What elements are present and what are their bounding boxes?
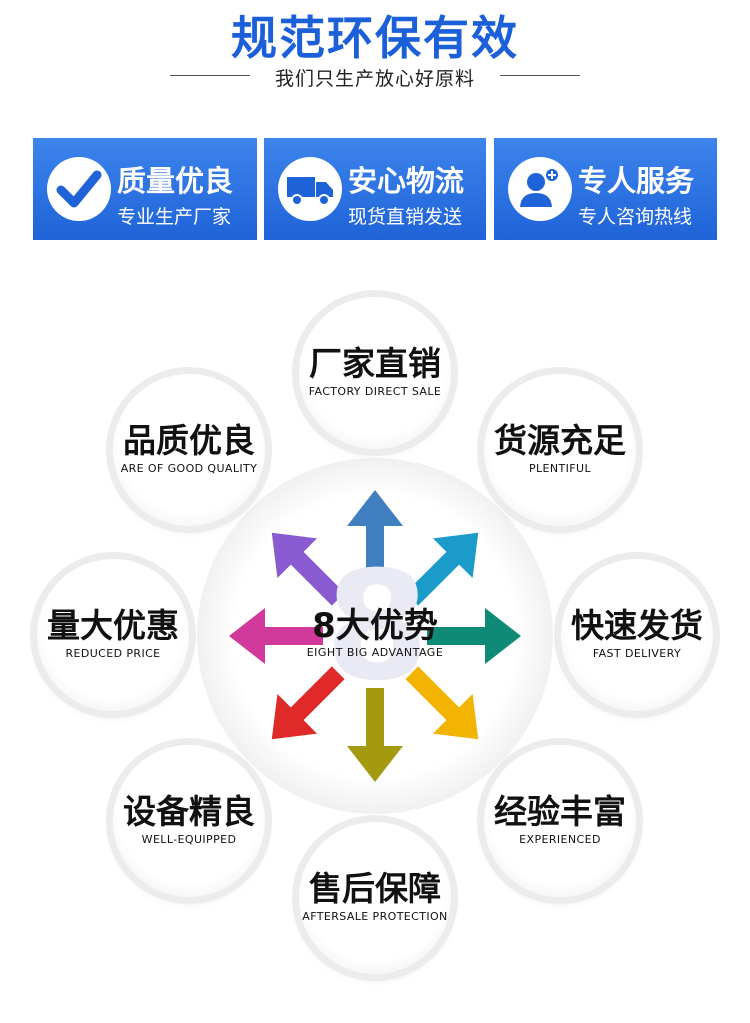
arrow-up-left-icon [271,532,345,606]
badge-subtitle: 专人咨询热线 [578,206,693,228]
arrow-down-left-icon [271,666,345,740]
arrow-down-icon [347,688,403,782]
center-subtitle: EIGHT BIG ADVANTAGE [306,646,444,659]
advantage-subtitle: FAST DELIVERY [592,647,682,660]
advantage-reduced-price: 量大优惠 REDUCED PRICE [37,559,189,711]
advantage-plentiful: 货源充足 PLENTIFUL [484,374,636,526]
advantage-title: 经验丰富 [494,792,626,831]
person-service-icon [508,157,572,221]
badge-subtitle: 专业生产厂家 [117,206,232,228]
badge-logistics: 安心物流 现货直销发送 [264,138,486,240]
subtitle-divider-right [500,75,580,76]
checkmark-icon [47,157,111,221]
badge-quality: 质量优良 专业生产厂家 [33,138,257,240]
badge-title: 质量优良 [117,164,234,198]
advantage-fast-delivery: 快速发货 FAST DELIVERY [561,559,713,711]
subtitle-row: 我们只生产放心好原料 [0,64,750,90]
advantage-subtitle: FACTORY DIRECT SALE [308,385,442,398]
arrow-right-icon [427,608,521,664]
truck-icon [278,157,342,221]
advantage-subtitle: PLENTIFUL [528,462,591,475]
center-title: 8大优势 [312,606,438,646]
page-title: 规范环保有效 [231,11,519,65]
advantage-title: 货源充足 [494,421,626,460]
badge-subtitle: 现货直销发送 [348,206,463,228]
advantage-subtitle: REDUCED PRICE [65,647,161,660]
advantage-experienced: 经验丰富 EXPERIENCED [484,745,636,897]
advantage-title: 品质优良 [123,421,255,460]
advantage-aftersale-protection: 售后保障 AFTERSALE PROTECTION [299,822,451,974]
badge-title: 安心物流 [348,164,465,198]
advantage-subtitle: AFTERSALE PROTECTION [302,910,448,923]
badge-service: 专人服务 专人咨询热线 [494,138,717,240]
advantage-title: 量大优惠 [47,606,179,645]
arrow-down-right-icon [405,666,479,740]
page-subtitle: 我们只生产放心好原料 [274,68,475,90]
center-numeral: 8 [325,540,430,714]
arrow-left-icon [229,608,323,664]
advantage-title: 快速发货 [571,606,703,645]
advantage-title: 设备精良 [123,792,255,831]
advantage-factory-direct-sale: 厂家直销 FACTORY DIRECT SALE [299,297,451,449]
advantage-good-quality: 品质优良 ARE OF GOOD QUALITY [113,374,265,526]
advantage-well-equipped: 设备精良 WELL-EQUIPPED [113,745,265,897]
arrow-up-right-icon [405,532,479,606]
advantage-subtitle: EXPERIENCED [519,833,601,846]
subtitle-divider-left [170,75,250,76]
advantage-title: 售后保障 [309,869,441,908]
advantage-subtitle: WELL-EQUIPPED [141,833,237,846]
badge-title: 专人服务 [578,164,695,198]
advantage-subtitle: ARE OF GOOD QUALITY [120,462,258,475]
advantage-title: 厂家直销 [309,344,441,383]
arrow-up-icon [347,490,403,584]
